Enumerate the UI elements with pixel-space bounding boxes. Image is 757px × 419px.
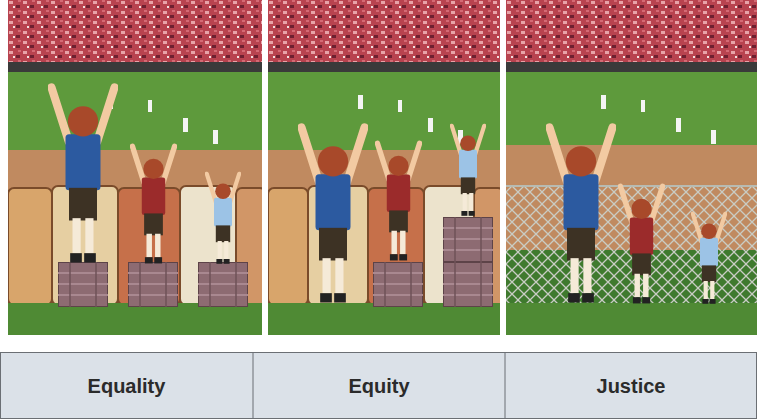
tall-kid — [550, 128, 613, 303]
tall-kid — [52, 88, 115, 263]
stand-wall — [8, 62, 262, 72]
small-kid — [452, 126, 484, 216]
cell-divider — [253, 352, 254, 419]
cell-divider — [505, 352, 506, 419]
crowd — [8, 0, 262, 62]
stand-wall — [268, 62, 500, 72]
crowd — [268, 0, 500, 62]
players — [601, 95, 716, 144]
field — [268, 72, 500, 335]
ground — [8, 303, 262, 335]
ground — [268, 303, 500, 335]
field — [506, 72, 757, 335]
ground — [506, 303, 757, 335]
middle-kid — [620, 186, 662, 303]
justice-panel — [506, 0, 757, 335]
tall-kid — [302, 128, 365, 303]
small-kid — [693, 214, 725, 304]
equality-panel — [8, 0, 262, 335]
table-cell: Justice — [505, 353, 757, 419]
crate — [198, 262, 248, 307]
chain-link-fence — [506, 186, 757, 305]
crowd — [506, 0, 757, 62]
field — [8, 72, 262, 335]
table-cell: Equity — [253, 353, 505, 419]
equity-panel — [268, 0, 500, 335]
crate — [58, 262, 108, 307]
crate — [443, 262, 493, 307]
table-cell: Equality — [0, 353, 253, 419]
stand-wall — [506, 62, 757, 72]
players — [358, 95, 463, 144]
crate — [128, 262, 178, 307]
crate — [443, 217, 493, 262]
crate — [373, 262, 423, 307]
table-row — [1, 353, 757, 419]
small-kid — [207, 174, 239, 264]
label-table — [1, 352, 757, 419]
middle-kid — [132, 146, 174, 263]
middle-kid — [377, 143, 419, 260]
fence-rail — [506, 185, 757, 187]
players — [108, 95, 218, 144]
